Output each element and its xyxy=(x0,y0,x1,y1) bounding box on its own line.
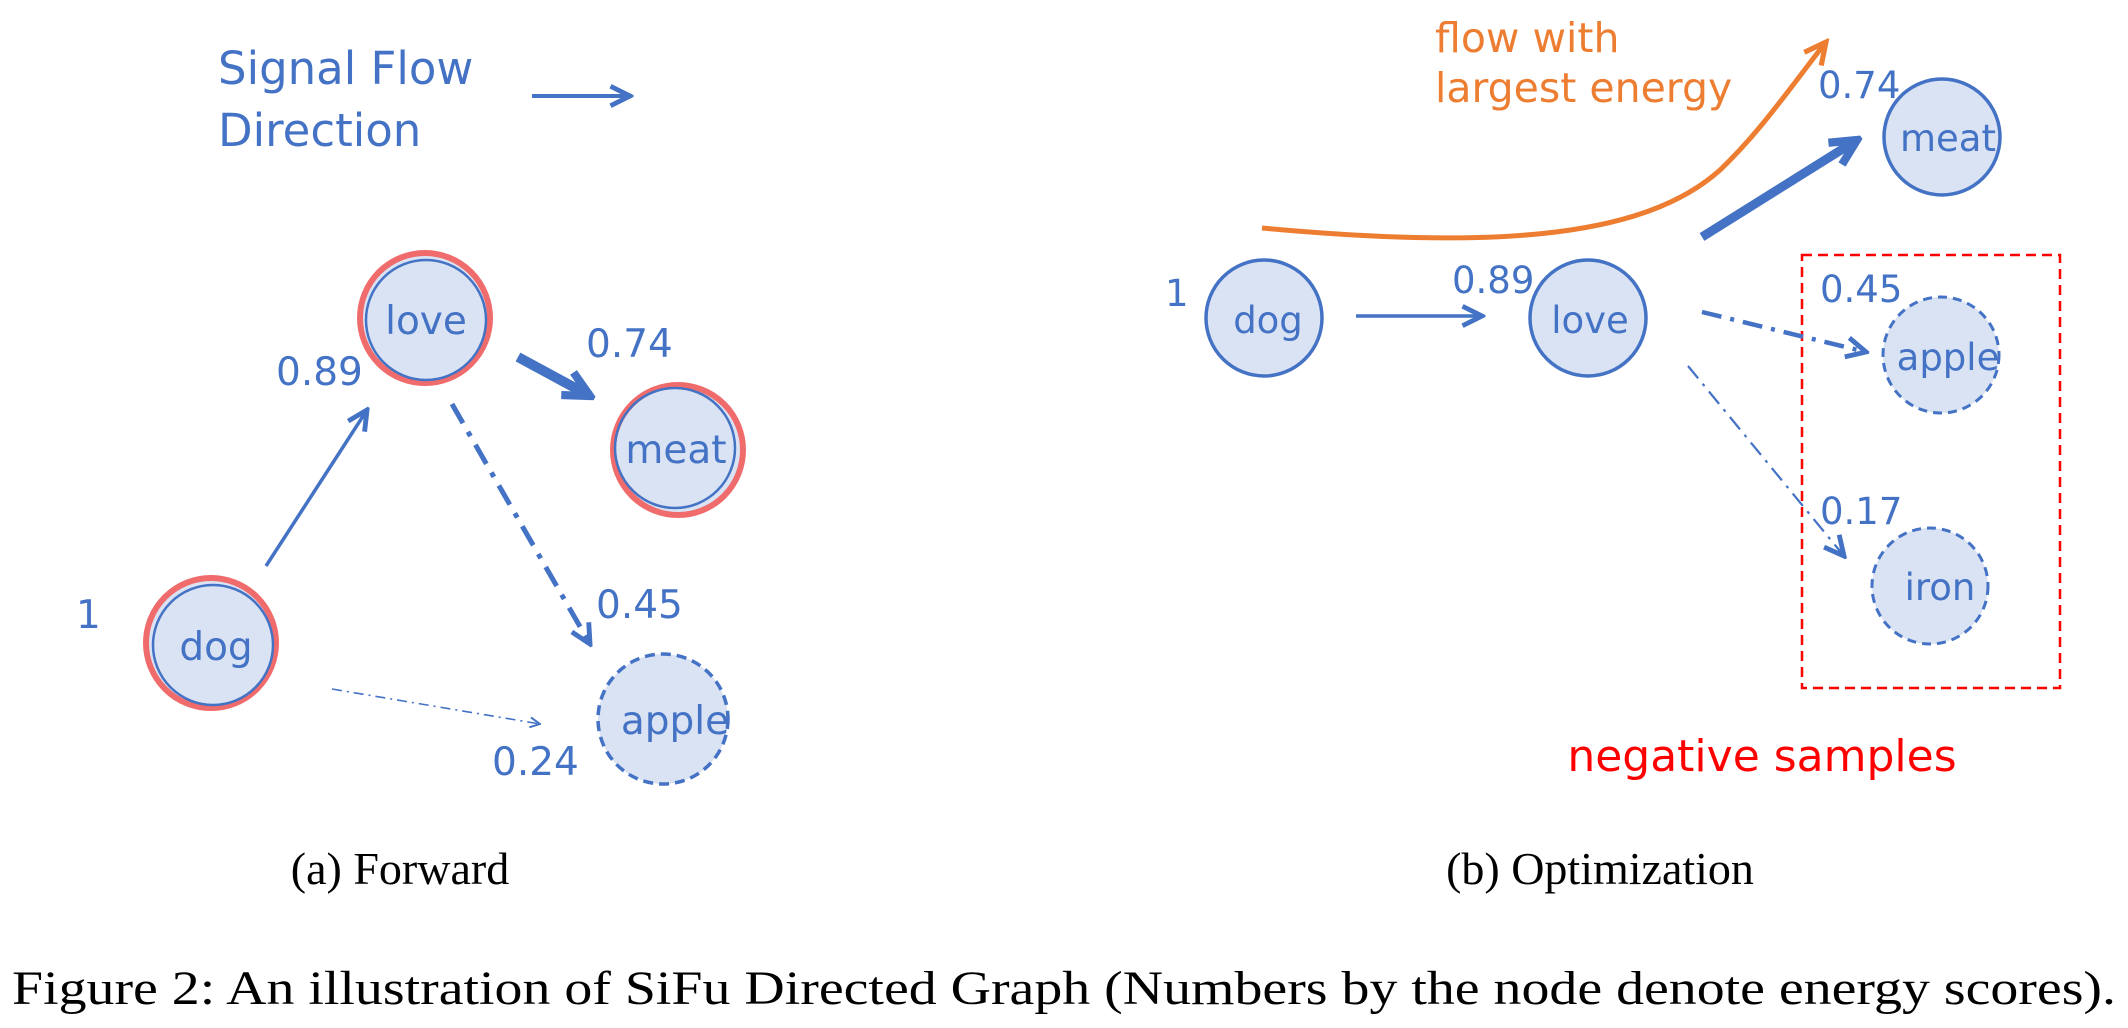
node-a-meat-label: meat xyxy=(625,428,726,473)
node-b-iron-label: iron xyxy=(1905,566,1976,609)
edge-a-love-apple xyxy=(449,402,590,644)
edge-b-love-iron xyxy=(1687,365,1844,556)
score-a-love: 0.89 xyxy=(276,350,363,395)
caption-b: (b) Optimization xyxy=(1446,843,1754,894)
legend-line-1: Signal Flow xyxy=(218,42,473,95)
edge-a-love-meat xyxy=(515,352,590,401)
score-b-meat: 0.74 xyxy=(1818,64,1900,107)
edge-b-love-meat xyxy=(1699,140,1857,241)
node-b-dog-label: dog xyxy=(1233,299,1303,342)
panel-a: dog love meat apple 1 0.89 0.74 0.45 0.2… xyxy=(76,250,746,894)
negative-samples-label: negative samples xyxy=(1567,731,1956,782)
score-a-dog: 1 xyxy=(76,593,101,638)
node-a-dog: dog xyxy=(143,575,279,711)
node-a-meat: meat xyxy=(610,382,746,518)
node-a-dog-label: dog xyxy=(179,625,252,670)
flow-label-line-2: largest energy xyxy=(1435,64,1732,112)
node-a-love-label: love xyxy=(385,299,467,344)
figure-caption: Figure 2: An illustration of SiFu Direct… xyxy=(12,962,2116,1015)
node-b-dog: dog xyxy=(1204,258,1324,378)
edge-b-largest-energy-flow xyxy=(1261,42,1826,241)
node-b-love: love xyxy=(1528,258,1648,378)
score-a-apple: 0.45 xyxy=(596,583,683,628)
score-b-iron: 0.17 xyxy=(1820,490,1902,533)
score-b-dog: 1 xyxy=(1165,272,1189,315)
negative-samples-box xyxy=(1800,253,2062,690)
caption-a: (a) Forward xyxy=(291,843,509,894)
score-a-dog-apple: 0.24 xyxy=(492,740,579,785)
node-b-meat: meat xyxy=(1882,77,2002,197)
edge-b-love-apple xyxy=(1701,309,1866,352)
score-b-love: 0.89 xyxy=(1452,259,1534,302)
node-b-love-label: love xyxy=(1551,299,1629,342)
node-b-apple-label: apple xyxy=(1897,336,2000,379)
node-b-apple: apple xyxy=(1881,295,2001,415)
legend-line-2: Direction xyxy=(218,104,421,157)
node-b-iron: iron xyxy=(1870,526,1990,646)
edge-a-dog-apple xyxy=(331,688,540,724)
edge-a-dog-love xyxy=(264,410,367,567)
node-a-apple-label: apple xyxy=(621,699,729,744)
node-a-love: love xyxy=(357,250,493,386)
score-a-meat: 0.74 xyxy=(586,322,673,367)
node-a-apple: apple xyxy=(596,652,730,786)
node-b-meat-label: meat xyxy=(1900,117,1996,160)
panel-b: flow with largest energy negative sample… xyxy=(1165,14,2062,894)
flow-label-line-1: flow with xyxy=(1435,14,1619,62)
score-b-apple: 0.45 xyxy=(1820,268,1902,311)
